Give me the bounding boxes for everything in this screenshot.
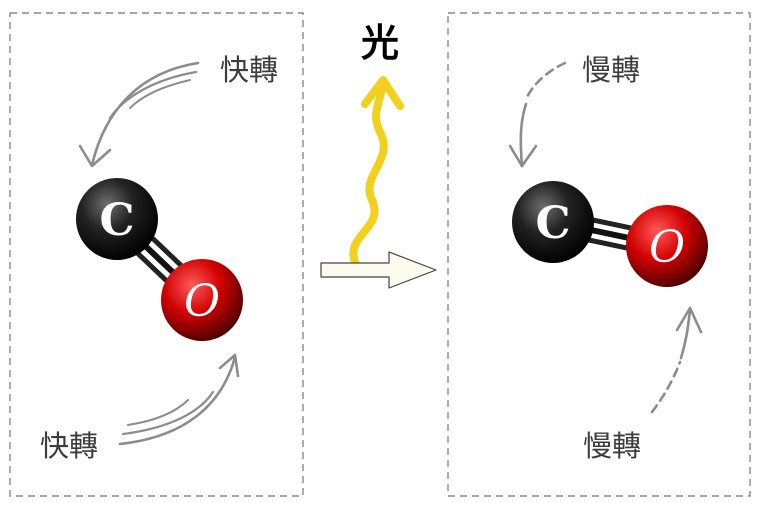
right-top-label: 慢轉 xyxy=(582,53,640,87)
process-arrow xyxy=(320,251,437,289)
light-wave-arrow xyxy=(349,76,404,266)
carbon-symbol-right: C xyxy=(535,198,570,249)
fast-rotation-arrow-bottom xyxy=(118,353,240,446)
co-molecule-left: O C xyxy=(76,178,243,341)
left-panel-border xyxy=(9,12,304,497)
slow-rotation-arrow-bottom xyxy=(650,306,703,414)
left-panel: 快轉 O C 快轉 xyxy=(9,12,304,497)
left-bottom-label: 快轉 xyxy=(40,429,98,463)
slow-rotation-arrow-top xyxy=(508,61,567,168)
light-label: 光 xyxy=(361,21,399,65)
oxygen-atom-right xyxy=(626,205,708,287)
right-panel: 慢轉 O C 慢轉 xyxy=(447,12,751,497)
oxygen-symbol-left: O xyxy=(184,276,220,327)
fast-rotation-arrow-top xyxy=(78,61,200,168)
carbon-atom-right xyxy=(512,181,594,263)
oxygen-symbol-right: O xyxy=(649,222,685,273)
co-molecule-right: O C xyxy=(512,181,708,287)
left-top-label: 快轉 xyxy=(220,53,278,87)
center-area: 光 xyxy=(320,21,437,289)
right-panel-border xyxy=(447,12,751,497)
carbon-atom-left xyxy=(76,178,158,260)
carbon-symbol-left: C xyxy=(99,195,134,246)
right-bottom-label: 慢轉 xyxy=(583,429,641,463)
oxygen-atom-left xyxy=(161,259,243,341)
